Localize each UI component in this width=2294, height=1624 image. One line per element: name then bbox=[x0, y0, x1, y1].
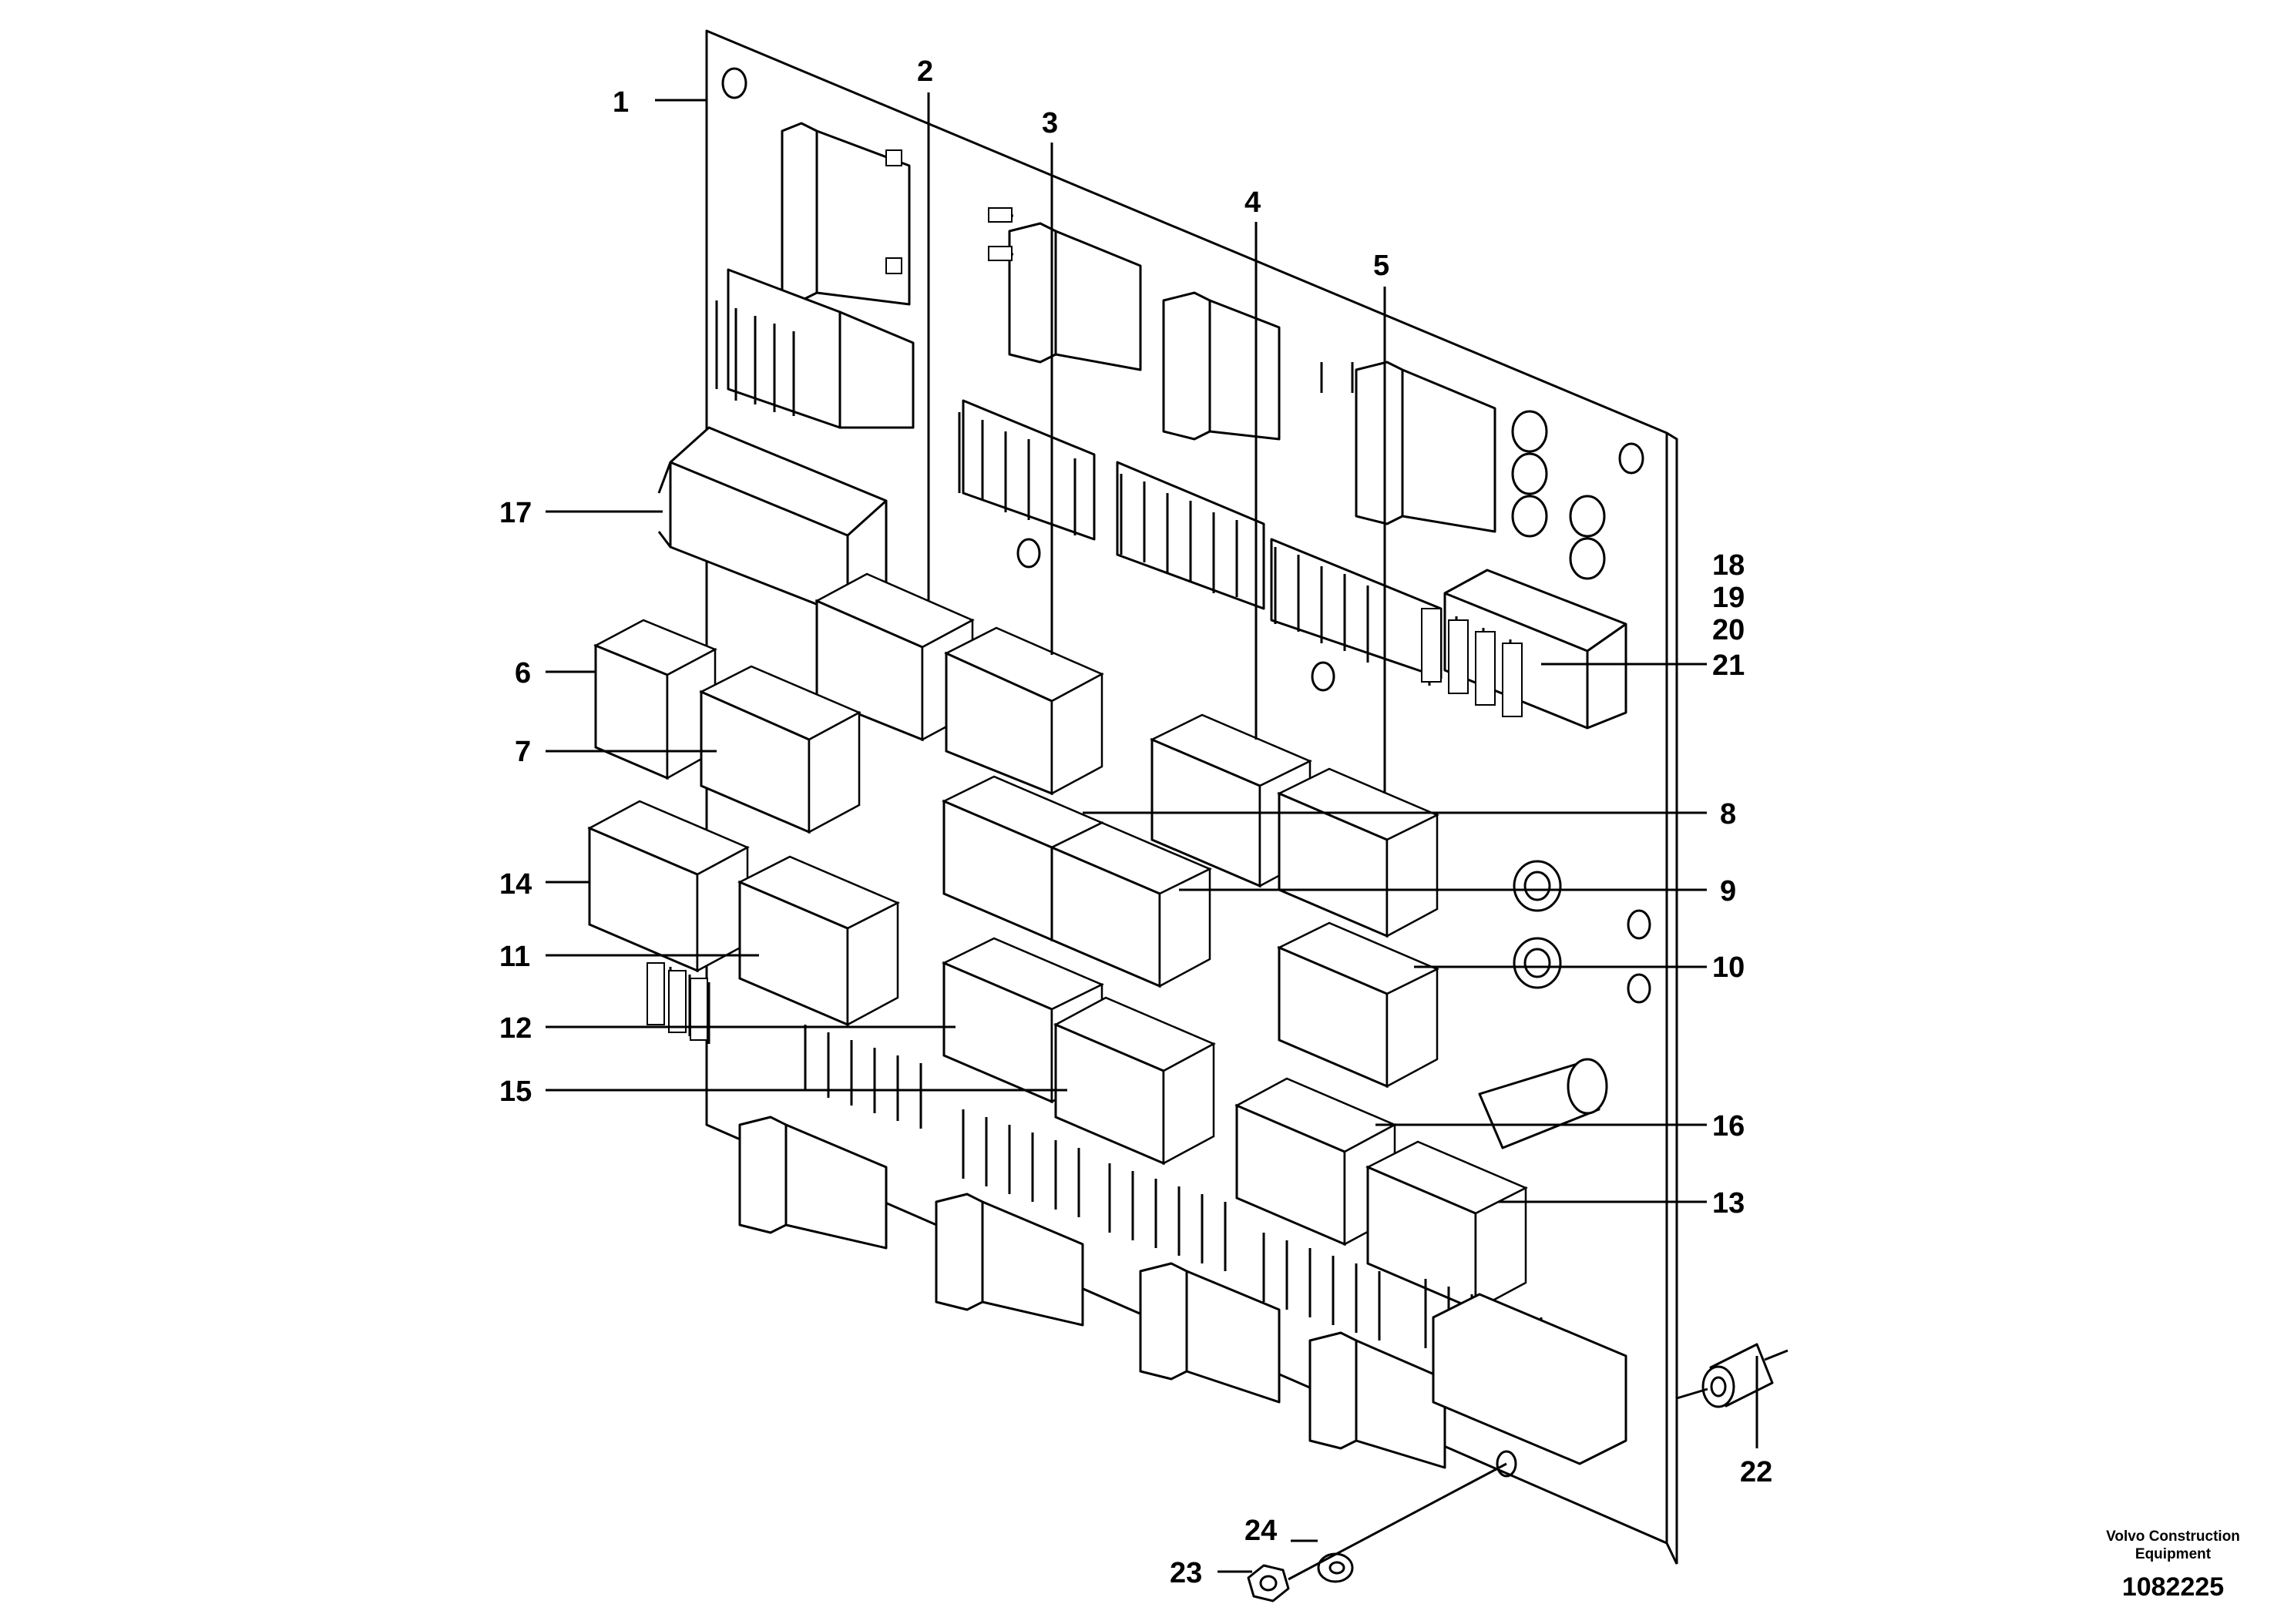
callout-20: 20 bbox=[1712, 614, 1745, 646]
callout-11: 11 bbox=[499, 941, 530, 973]
upper-connectors bbox=[715, 122, 1606, 679]
callout-14: 14 bbox=[499, 868, 532, 901]
callout-19: 19 bbox=[1712, 582, 1745, 614]
callout-16: 16 bbox=[1712, 1110, 1745, 1143]
callout-4: 4 bbox=[1244, 186, 1261, 219]
figure-number: 1082225 bbox=[2122, 1572, 2224, 1602]
relay-11 bbox=[737, 855, 900, 1027]
spacer-22 bbox=[1676, 1343, 1789, 1408]
fuse-block-18-21 bbox=[1421, 569, 1627, 730]
callout-3: 3 bbox=[1042, 107, 1058, 139]
relay-6 bbox=[593, 619, 717, 780]
callout-9: 9 bbox=[1720, 875, 1736, 908]
callout-6: 6 bbox=[515, 657, 531, 690]
callout-12: 12 bbox=[499, 1012, 532, 1045]
relays bbox=[587, 572, 1528, 1312]
figure-caption: Volvo Construction Equipment 1082225 bbox=[2106, 1528, 2240, 1602]
washer-24 bbox=[1317, 1552, 1354, 1583]
relay-3 bbox=[944, 626, 1104, 796]
callout-5: 5 bbox=[1373, 250, 1389, 282]
callout-13: 13 bbox=[1712, 1187, 1745, 1220]
callout-2: 2 bbox=[917, 55, 933, 88]
brand-line-1: Volvo Construction bbox=[2106, 1528, 2240, 1545]
relay-16 bbox=[1234, 1077, 1397, 1247]
callout-8: 8 bbox=[1720, 798, 1736, 830]
callout-24: 24 bbox=[1244, 1515, 1277, 1547]
relay-13 bbox=[1365, 1140, 1528, 1312]
callout-labels: 1 2 3 4 5 6 7 8 9 10 11 12 13 14 15 16 1… bbox=[499, 55, 1772, 1589]
lower-components bbox=[647, 860, 1627, 1469]
callout-7: 7 bbox=[515, 736, 531, 768]
callout-10: 10 bbox=[1712, 951, 1745, 984]
relay-10 bbox=[1277, 921, 1439, 1089]
relay-5 bbox=[1277, 767, 1439, 938]
relay-15 bbox=[1053, 996, 1216, 1166]
leader-lines bbox=[546, 92, 1758, 1573]
relay-7 bbox=[699, 665, 862, 834]
callout-18: 18 bbox=[1712, 549, 1745, 582]
brand-line-2: Equipment bbox=[2135, 1546, 2212, 1562]
relay-9 bbox=[1050, 821, 1212, 988]
fastener-axis-line bbox=[1288, 1462, 1507, 1581]
relay-14 bbox=[587, 800, 750, 973]
callout-21: 21 bbox=[1712, 649, 1745, 682]
callout-15: 15 bbox=[499, 1075, 532, 1108]
callout-23: 23 bbox=[1170, 1557, 1202, 1589]
callout-17: 17 bbox=[499, 497, 532, 529]
callout-22: 22 bbox=[1740, 1456, 1772, 1488]
callout-1: 1 bbox=[613, 86, 629, 119]
nut-23 bbox=[1247, 1564, 1290, 1602]
